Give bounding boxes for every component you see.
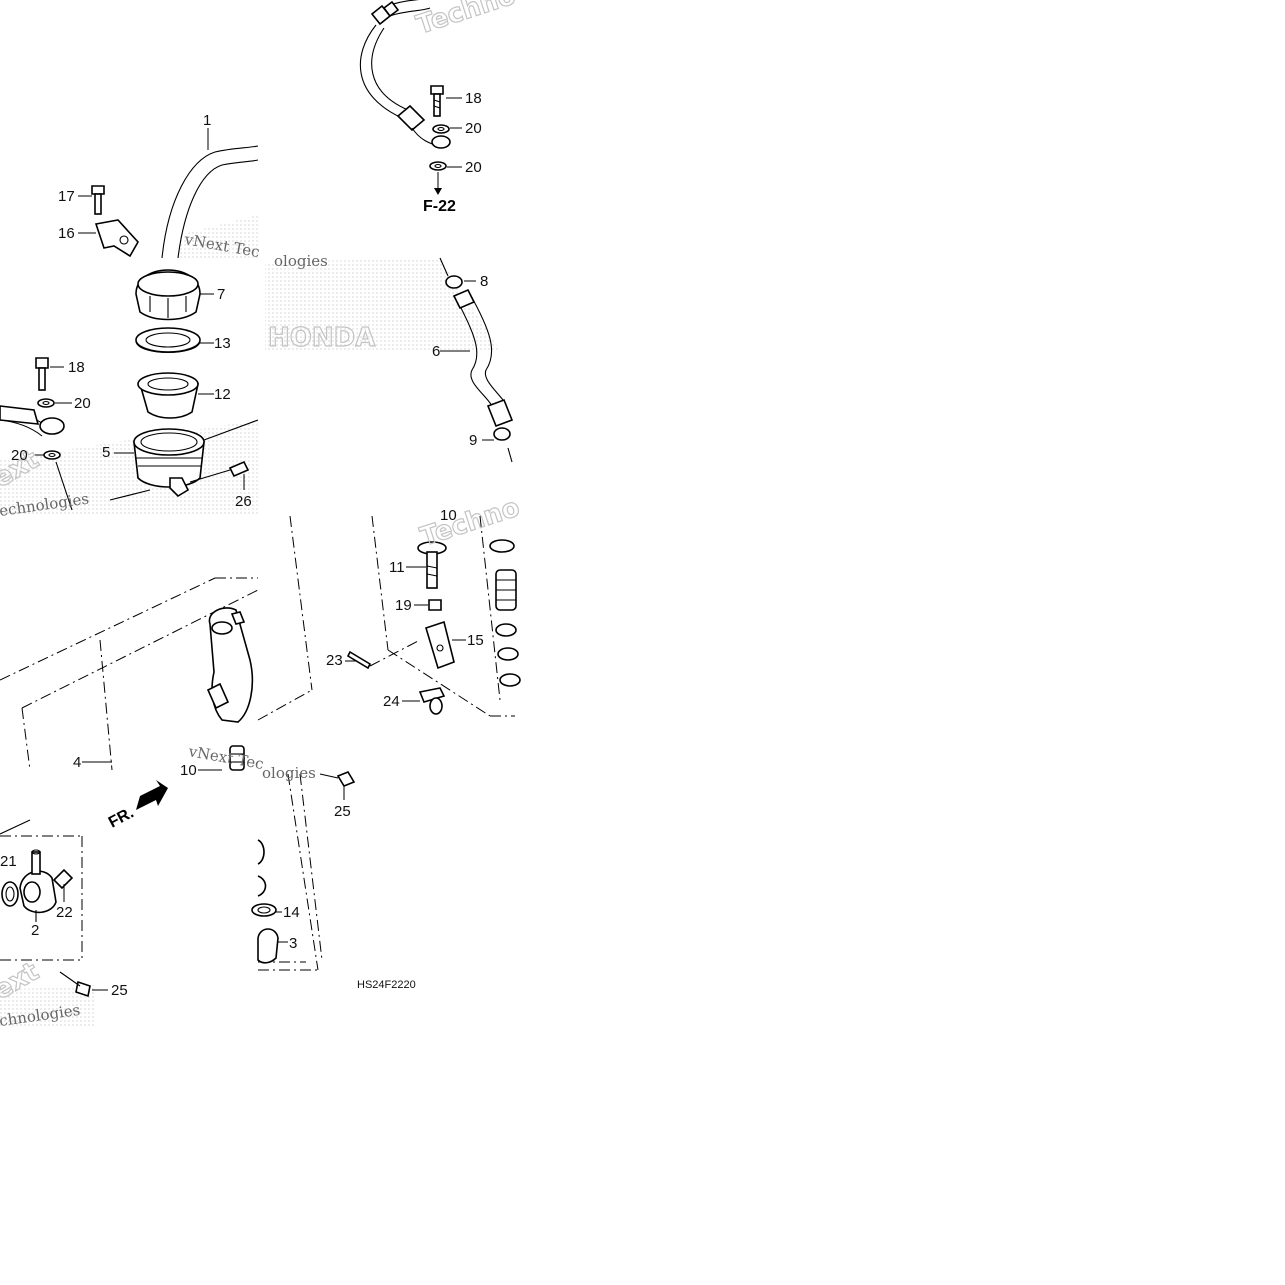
diagram-code: HS24F2220	[357, 979, 416, 991]
callout-10: 10	[180, 762, 197, 779]
callout-7: 7	[217, 286, 225, 303]
watermark-shading	[0, 215, 500, 1028]
tile-pushrod	[345, 515, 521, 717]
callout-24: 24	[383, 693, 400, 710]
callout-23: 23	[326, 652, 343, 669]
callout-8: 8	[480, 273, 488, 290]
callout-1: 1	[203, 112, 211, 129]
reference-label: F-22	[423, 198, 456, 215]
callout-20: 20	[74, 395, 91, 412]
callout-26: 26	[235, 493, 252, 510]
tile-gutters	[258, 0, 350, 258]
callout-25: 25	[334, 803, 351, 820]
callout-20: 20	[11, 447, 28, 464]
callout-4: 4	[73, 754, 81, 771]
callout-21: 21	[0, 853, 17, 870]
tile-hose-clamp	[78, 128, 259, 259]
honda-watermark-logo: HONDA	[268, 323, 375, 353]
tile-reservoir	[0, 269, 259, 511]
watermark-text: ologies	[262, 764, 316, 782]
tile-master-cylinder	[0, 515, 313, 810]
callout-18: 18	[465, 90, 482, 107]
watermark-text: Techno	[413, 0, 519, 41]
callout-2: 2	[31, 922, 39, 939]
callout-16: 16	[58, 225, 75, 242]
tile-hose-6	[439, 257, 514, 463]
watermark-text: vNext Tec	[186, 742, 265, 773]
callouts: 1 17 16 18 20 20 7 13 12 18 20 20 5 26 8…	[0, 90, 488, 999]
callout-13: 13	[214, 335, 231, 352]
callout-14: 14	[283, 904, 300, 921]
callout-18: 18	[68, 359, 85, 376]
watermark-text: ologies	[274, 252, 328, 270]
callout-15: 15	[467, 632, 484, 649]
callout-10: 10	[440, 507, 457, 524]
callout-22: 22	[56, 904, 73, 921]
callout-9: 9	[469, 432, 477, 449]
tile-seals	[251, 771, 356, 971]
callout-3: 3	[289, 935, 297, 952]
callout-6: 6	[432, 343, 440, 360]
tile-joint	[0, 819, 108, 998]
callout-20: 20	[465, 120, 482, 137]
front-arrow-label: FR.	[106, 804, 137, 831]
tile-hose-upper	[359, 0, 462, 195]
callout-20: 20	[465, 159, 482, 176]
callout-17: 17	[58, 188, 75, 205]
callout-25: 25	[111, 982, 128, 999]
callout-12: 12	[214, 386, 231, 403]
callout-5: 5	[102, 444, 110, 461]
callout-19: 19	[395, 597, 412, 614]
callout-11: 11	[389, 559, 405, 576]
